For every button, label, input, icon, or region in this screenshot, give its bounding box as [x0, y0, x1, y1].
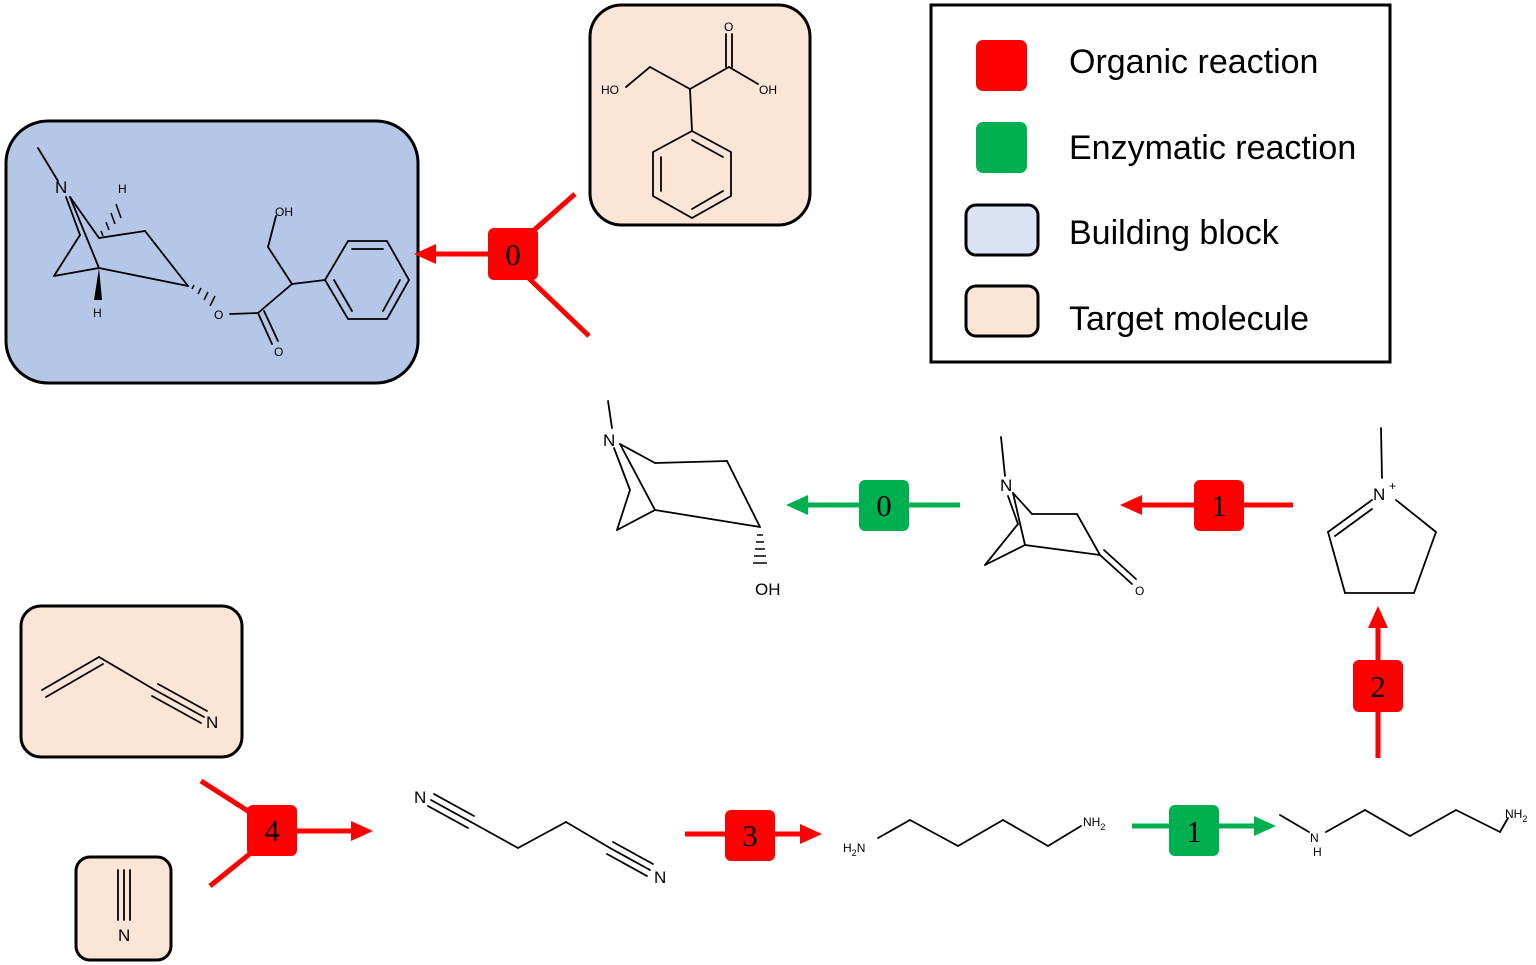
molecule-n-methylputrescine: N H NH2	[1279, 807, 1527, 859]
svg-text:H2N: H2N	[843, 841, 865, 858]
target-box-acrylonitrile	[19, 604, 244, 759]
reaction-arrow-enzymatic-1: 1	[1132, 805, 1276, 856]
reaction-badge	[859, 480, 909, 531]
molecule-hyoscyamine: N H H O O OH	[37, 147, 411, 359]
svg-text:1: 1	[1186, 814, 1202, 849]
molecule-tropine: N OH	[603, 400, 781, 599]
svg-text:N: N	[654, 868, 666, 887]
reaction-arrow-enzymatic-0: 0	[786, 480, 960, 531]
legend-swatch-organic	[976, 40, 1027, 91]
svg-text:N: N	[414, 788, 426, 807]
molecule-putrescine: H2N NH2	[843, 815, 1105, 858]
svg-text:O: O	[724, 20, 733, 34]
svg-text:N: N	[206, 713, 218, 732]
svg-text:OH: OH	[759, 83, 777, 97]
building-block-box-hyoscyamine	[4, 119, 420, 385]
svg-text:N: N	[603, 431, 615, 450]
svg-text:O: O	[1135, 584, 1144, 598]
svg-text:N: N	[55, 178, 67, 197]
svg-text:1: 1	[1211, 488, 1227, 523]
svg-text:2: 2	[1370, 669, 1386, 704]
svg-text:N: N	[118, 926, 130, 945]
legend-label-organic: Organic reaction	[1069, 43, 1318, 81]
molecule-succinonitrile: N N	[414, 788, 666, 887]
svg-text:H: H	[93, 306, 102, 320]
reaction-badge	[1353, 660, 1403, 712]
svg-text:H: H	[1313, 845, 1322, 859]
svg-text:NH2: NH2	[1083, 815, 1105, 832]
reaction-arrow-organic-2: 2	[1353, 606, 1403, 758]
svg-text:O: O	[274, 345, 283, 359]
legend-label-target: Target molecule	[1069, 300, 1309, 338]
reaction-badge	[247, 805, 297, 856]
molecule-hydrogen-cyanide: N	[117, 869, 131, 945]
reaction-badge	[1194, 480, 1244, 531]
svg-text:3: 3	[742, 818, 758, 853]
reaction-arrow-organic-4: 4	[199, 778, 373, 888]
reaction-badge	[488, 228, 538, 280]
svg-text:0: 0	[876, 488, 892, 523]
svg-text:N: N	[1373, 485, 1385, 504]
molecule-tropic-acid: HO O OH	[601, 20, 777, 220]
reaction-arrow-organic-3: 3	[685, 810, 822, 861]
target-box-tropic-acid	[588, 3, 812, 227]
legend-swatch-target	[964, 284, 1040, 338]
legend-label-building-block: Building block	[1069, 214, 1280, 252]
legend-swatch-building-block	[964, 203, 1040, 257]
svg-text:OH: OH	[755, 580, 781, 599]
reaction-badge	[725, 810, 775, 861]
legend-label-enzymatic: Enzymatic reaction	[1069, 129, 1356, 167]
svg-text:4: 4	[264, 813, 280, 848]
svg-text:N: N	[1000, 476, 1012, 495]
molecule-acrylonitrile: N	[41, 656, 218, 732]
svg-text:HO: HO	[601, 83, 619, 97]
reaction-arrow-top-organic: 0	[414, 192, 591, 338]
reaction-badge	[1169, 805, 1219, 856]
legend-swatch-enzymatic	[976, 122, 1027, 173]
svg-text:NH2: NH2	[1505, 807, 1527, 824]
svg-text:+: +	[1389, 479, 1396, 493]
svg-text:N: N	[1310, 831, 1319, 845]
reaction-arrow-organic-1: 1	[1120, 480, 1293, 531]
svg-text:OH: OH	[275, 205, 293, 219]
svg-text:O: O	[214, 308, 223, 322]
svg-text:H: H	[118, 182, 127, 196]
molecule-n-methylpyrrolinium: N +	[1327, 427, 1437, 594]
molecule-tropinone: N O	[984, 436, 1144, 598]
svg-text:0: 0	[505, 237, 521, 272]
legend: Organic reaction Enzymatic reaction Buil…	[929, 3, 1392, 364]
